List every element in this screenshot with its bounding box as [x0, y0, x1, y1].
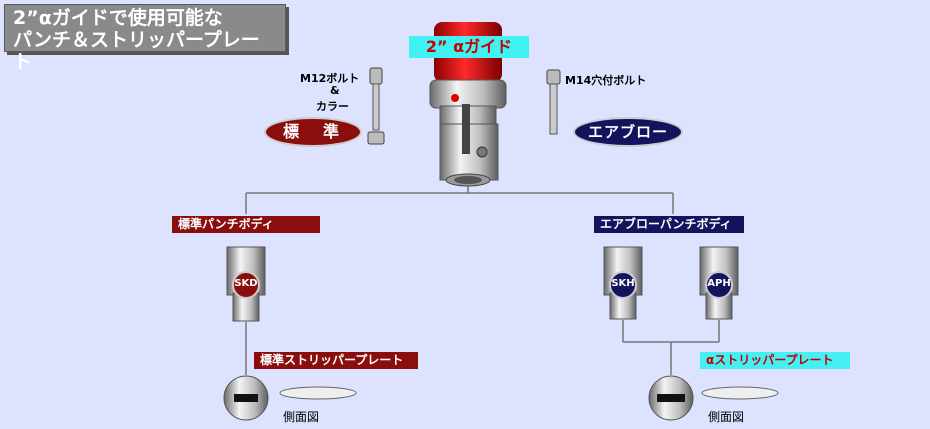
- m12-bolt-icon: [367, 67, 385, 145]
- m12-bolt-label: M12ボルト: [300, 72, 360, 85]
- m12-bolt-and: &: [330, 84, 340, 97]
- m14-bolt-icon: [546, 69, 561, 135]
- title-line-1: 2”αガイドで使用可能な: [13, 7, 223, 29]
- alpha-side-view-label: 側面図: [708, 410, 745, 424]
- standard-stripper-title: 標準ストリッパープレート: [254, 352, 418, 369]
- alpha-guide-label: 2” αガイド: [409, 36, 529, 58]
- skd-label: SKD: [234, 278, 258, 289]
- m12-collar-label: カラー: [316, 100, 349, 113]
- alpha-stripper-icon: [648, 375, 779, 421]
- standard-punch-body-title: 標準パンチボディ: [172, 216, 320, 233]
- standard-stripper-icon: [223, 375, 357, 421]
- title-line-2: パンチ＆ストリッパープレート: [13, 29, 260, 73]
- aph-label: APH: [707, 278, 731, 289]
- m14-bolt-label: M14穴付ボルト: [565, 74, 647, 87]
- alpha-stripper-title: αストリッパープレート: [700, 352, 850, 369]
- skh-label: SKH: [611, 278, 635, 289]
- diagram-title: 2”αガイドで使用可能な パンチ＆ストリッパープレート: [4, 4, 286, 73]
- airblow-type-badge: エアブロー: [573, 117, 683, 147]
- standard-type-badge: 標 準: [264, 117, 362, 147]
- standard-side-view-label: 側面図: [283, 410, 320, 424]
- airblow-punch-body-title: エアブローパンチボディ: [594, 216, 744, 233]
